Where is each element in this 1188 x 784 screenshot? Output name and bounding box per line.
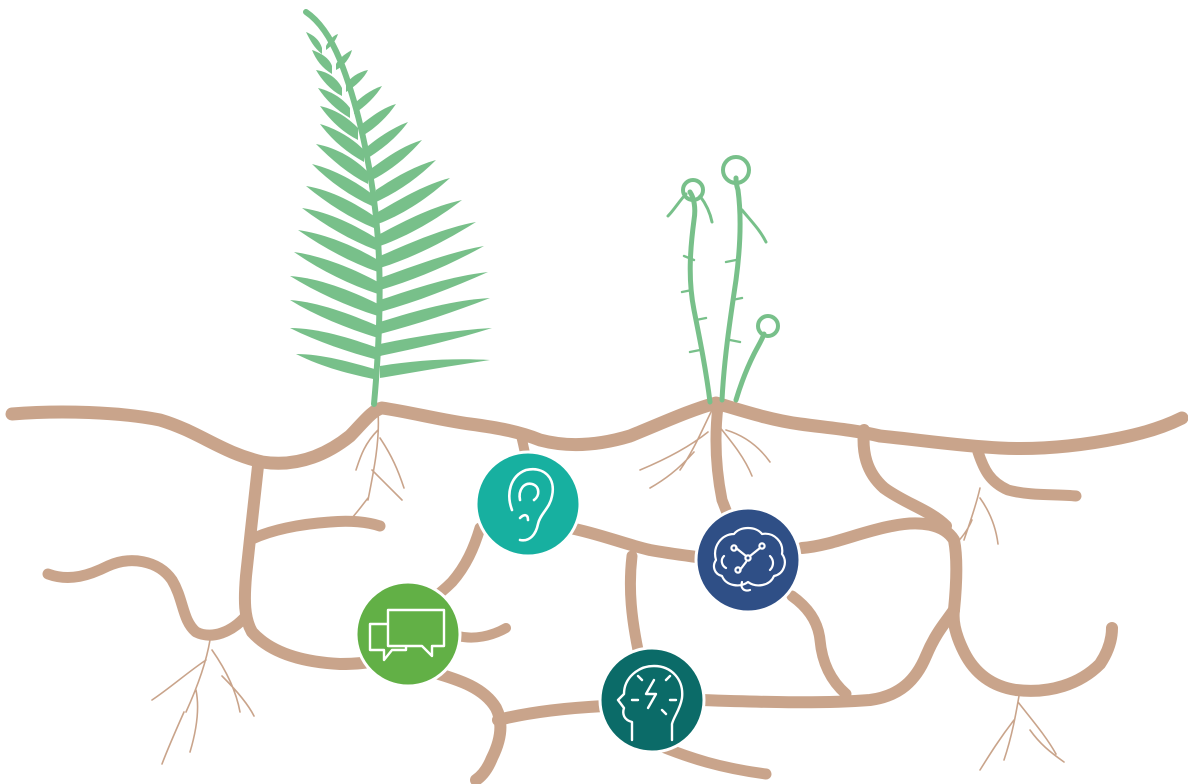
chat-bubbles-icon	[368, 608, 446, 662]
fine-rootlets	[151, 409, 1065, 771]
ear-icon	[508, 467, 555, 542]
fern-frond-icon	[290, 9, 492, 407]
root-branch	[42, 555, 252, 641]
fiddlehead-icon	[666, 155, 780, 405]
root-branch	[453, 623, 511, 643]
root-branch	[244, 515, 386, 546]
brain-circuit-icon	[712, 526, 786, 592]
root-network	[5, 396, 1188, 784]
brain-node	[694, 506, 802, 614]
root-branch	[654, 740, 772, 780]
root-branch	[972, 446, 1082, 502]
ear-node	[474, 450, 582, 558]
root-branch	[426, 666, 507, 784]
root-branch	[694, 604, 960, 709]
head-lightning-icon	[616, 664, 684, 742]
root-branch	[492, 700, 610, 726]
root-branch	[238, 460, 386, 670]
head-node	[598, 646, 706, 754]
root-branch	[564, 522, 710, 564]
root-branch	[710, 400, 736, 526]
root-branch	[796, 517, 1118, 697]
main-rhizome	[5, 396, 1188, 470]
root-branch	[857, 424, 952, 532]
root-branch	[624, 550, 644, 656]
chat-node	[354, 580, 462, 688]
root-branch	[786, 590, 852, 700]
